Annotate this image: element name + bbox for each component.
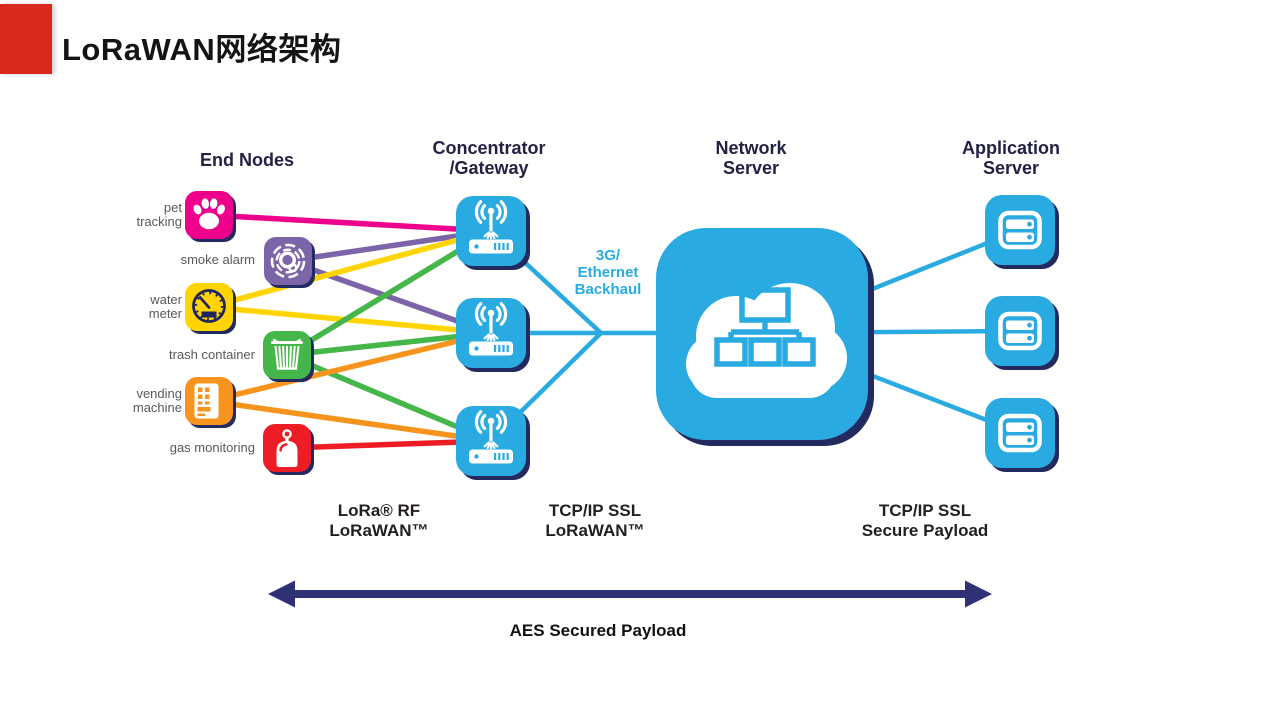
antenna-router-icon [467, 410, 515, 466]
link-vending-gateway3 [206, 398, 494, 444]
title-accent-square [0, 4, 52, 74]
vending-machine-icon [194, 383, 219, 419]
end-node-smoke-alarm [264, 237, 312, 285]
header-network-server: Network Server [715, 138, 787, 178]
smoke-detector-icon [270, 243, 306, 279]
gateway-3 [456, 406, 526, 476]
label-smoke-alarm: smoke alarm [180, 252, 255, 267]
application-server-1 [985, 195, 1055, 265]
label-trash-container: trash container [169, 347, 255, 362]
backhaul-label: 3G/ Ethernet Backhaul [574, 247, 642, 298]
slide-title: LoRaWAN网络架构 [62, 32, 342, 67]
end-node-water-meter [185, 283, 233, 331]
end-node-trash-container [263, 331, 311, 379]
header-gateway: Concentrator /Gateway [432, 138, 546, 178]
label-gas-monitoring: gas monitoring [169, 440, 255, 455]
antenna-router-icon [467, 200, 515, 256]
gateway-2 [456, 298, 526, 368]
header-application-server: Application Server [962, 138, 1060, 178]
end-node-vending-machine [185, 377, 233, 425]
trash-can-icon [271, 338, 303, 370]
server-icon [985, 398, 1055, 468]
server-icon [985, 296, 1055, 366]
gas-tank-icon [276, 429, 298, 467]
end-node-pet-tracking [185, 191, 233, 239]
link-water-gateway2 [206, 304, 494, 336]
aes-double-arrow [268, 580, 992, 608]
label-tcpip-secure-payload: TCP/IP SSL Secure Payload [861, 501, 989, 540]
aes-secured-payload-label: AES Secured Payload [509, 621, 687, 640]
cloud-network-icon [686, 283, 847, 398]
antenna-router-icon [467, 302, 515, 358]
application-server-2 [985, 296, 1055, 366]
label-pet-tracking: pet tracking [136, 200, 182, 229]
gateway-1 [456, 196, 526, 266]
server-icon [985, 195, 1055, 265]
network-server-box [656, 228, 868, 440]
label-water-meter: water meter [148, 292, 182, 321]
link-vending-gateway2 [206, 330, 494, 404]
header-end-nodes-text: End Nodes [199, 150, 294, 170]
label-tcpip-lorawan: TCP/IP SSL LoRaWAN™ [545, 501, 645, 540]
link-pet-gateway1 [206, 212, 494, 234]
label-vending-machine: vending machine [132, 386, 182, 415]
link-water-gateway1 [206, 228, 494, 310]
paw-icon [193, 198, 225, 230]
end-node-gas-monitoring [263, 424, 311, 472]
gauge-icon [192, 289, 226, 323]
application-server-3 [985, 398, 1055, 468]
header-end-nodes: End Nodes [147, 150, 347, 170]
label-lora-rf: LoRa® RF LoRaWAN™ [329, 501, 429, 540]
